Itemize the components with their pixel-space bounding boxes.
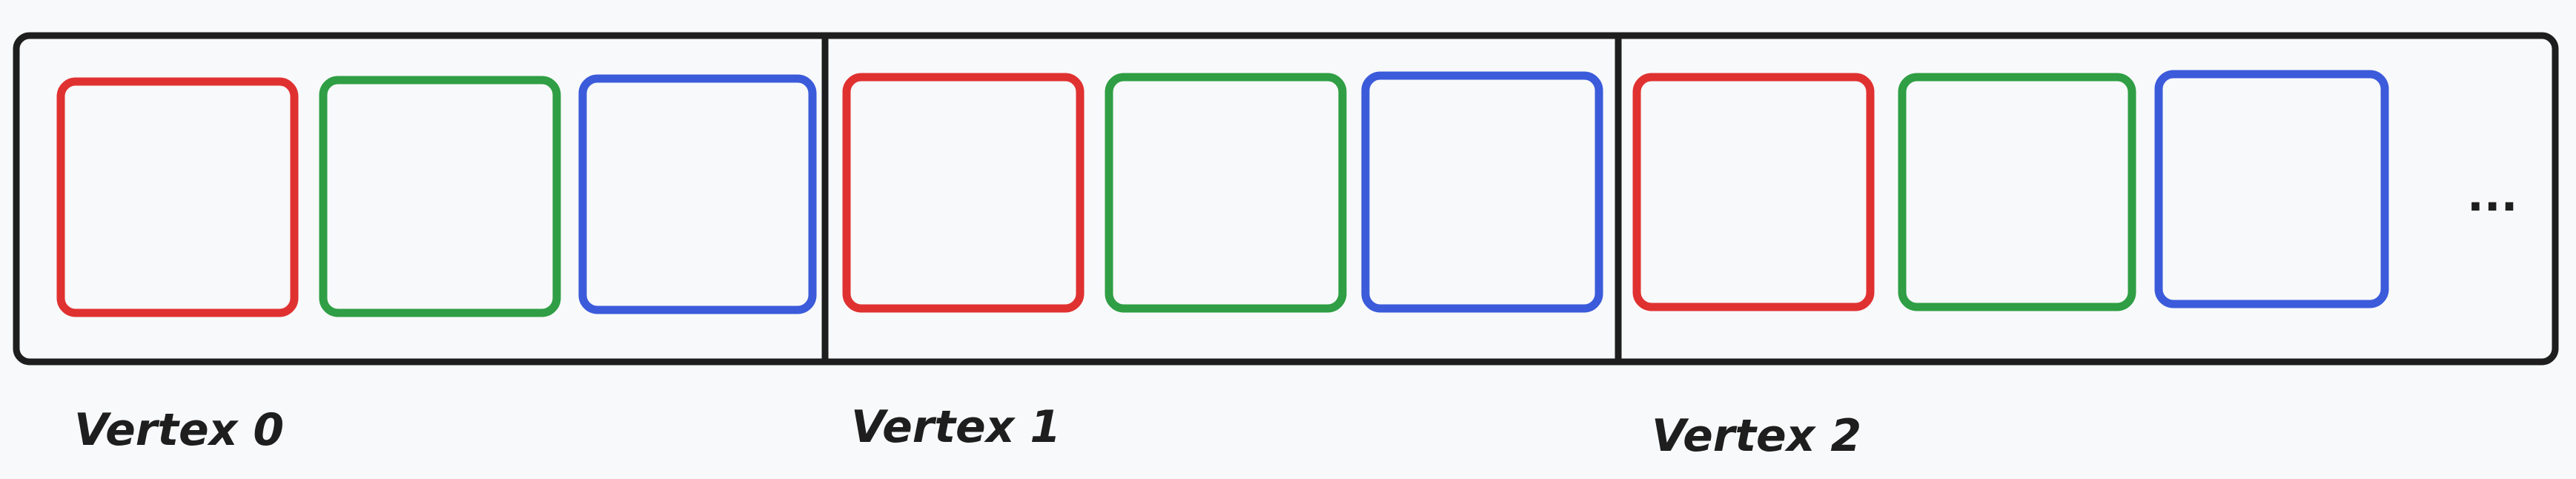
red-slot — [1632, 73, 1875, 311]
red-slot — [842, 73, 1085, 313]
vertex-label: Vertex 0 — [74, 404, 284, 456]
vertex-group — [842, 71, 1603, 313]
blue-slot — [1361, 71, 1603, 313]
vertex-label: Vertex 2 — [1652, 410, 1861, 462]
green-slot — [319, 76, 561, 317]
vertex-group — [56, 74, 817, 317]
blue-slot — [2154, 70, 2389, 308]
green-slot — [1898, 73, 2136, 311]
vertex-label: Vertex 1 — [851, 401, 1061, 453]
buffer-container — [13, 32, 2559, 366]
vertex-group — [1632, 70, 2389, 311]
ellipsis: ... — [2467, 170, 2517, 222]
blue-slot — [578, 74, 817, 314]
red-slot — [56, 77, 299, 317]
green-slot — [1105, 73, 1347, 313]
